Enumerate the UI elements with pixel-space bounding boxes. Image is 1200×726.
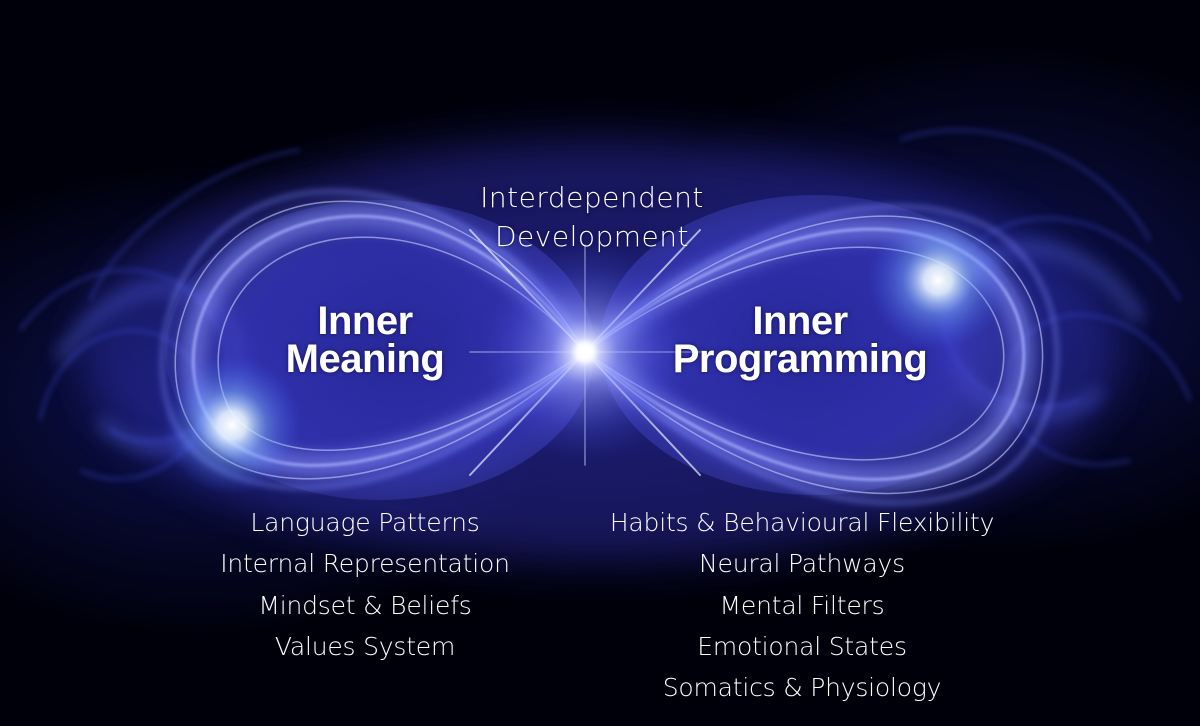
list-item: Values System bbox=[274, 631, 456, 661]
subtitle-line-2: Development bbox=[495, 220, 689, 253]
list-item: Emotional States bbox=[697, 631, 907, 661]
right-light-spot bbox=[868, 210, 1008, 350]
inner-meaning-title-line-1: Inner bbox=[317, 299, 413, 343]
list-item: Neural Pathways bbox=[699, 549, 905, 579]
list-item: Habits & Behavioural Flexibility bbox=[609, 508, 995, 537]
left-light-spot bbox=[162, 355, 302, 495]
list-item: Mental Filters bbox=[719, 590, 885, 620]
inner-programming-title-line-2: Programming bbox=[672, 337, 928, 381]
inner-programming-list: Habits & Behavioural Flexibility Neural … bbox=[552, 502, 1052, 708]
subtitle-line-1: Interdependent bbox=[480, 181, 704, 214]
inner-meaning-title: Inner Meaning bbox=[215, 299, 515, 381]
list-item: Language Patterns bbox=[250, 508, 480, 537]
list-item: Internal Representation bbox=[220, 549, 510, 579]
inner-meaning-list: Language Patterns Internal Representatio… bbox=[165, 502, 565, 667]
subtitle-interdependent-development: Interdependent Development bbox=[392, 178, 792, 256]
inner-programming-title: Inner Programming bbox=[650, 299, 950, 381]
list-item: Somatics & Physiology bbox=[662, 673, 942, 703]
inner-meaning-title-line-2: Meaning bbox=[285, 337, 445, 381]
inner-programming-title-line-1: Inner bbox=[752, 299, 848, 343]
list-item: Mindset & Beliefs bbox=[258, 590, 472, 620]
